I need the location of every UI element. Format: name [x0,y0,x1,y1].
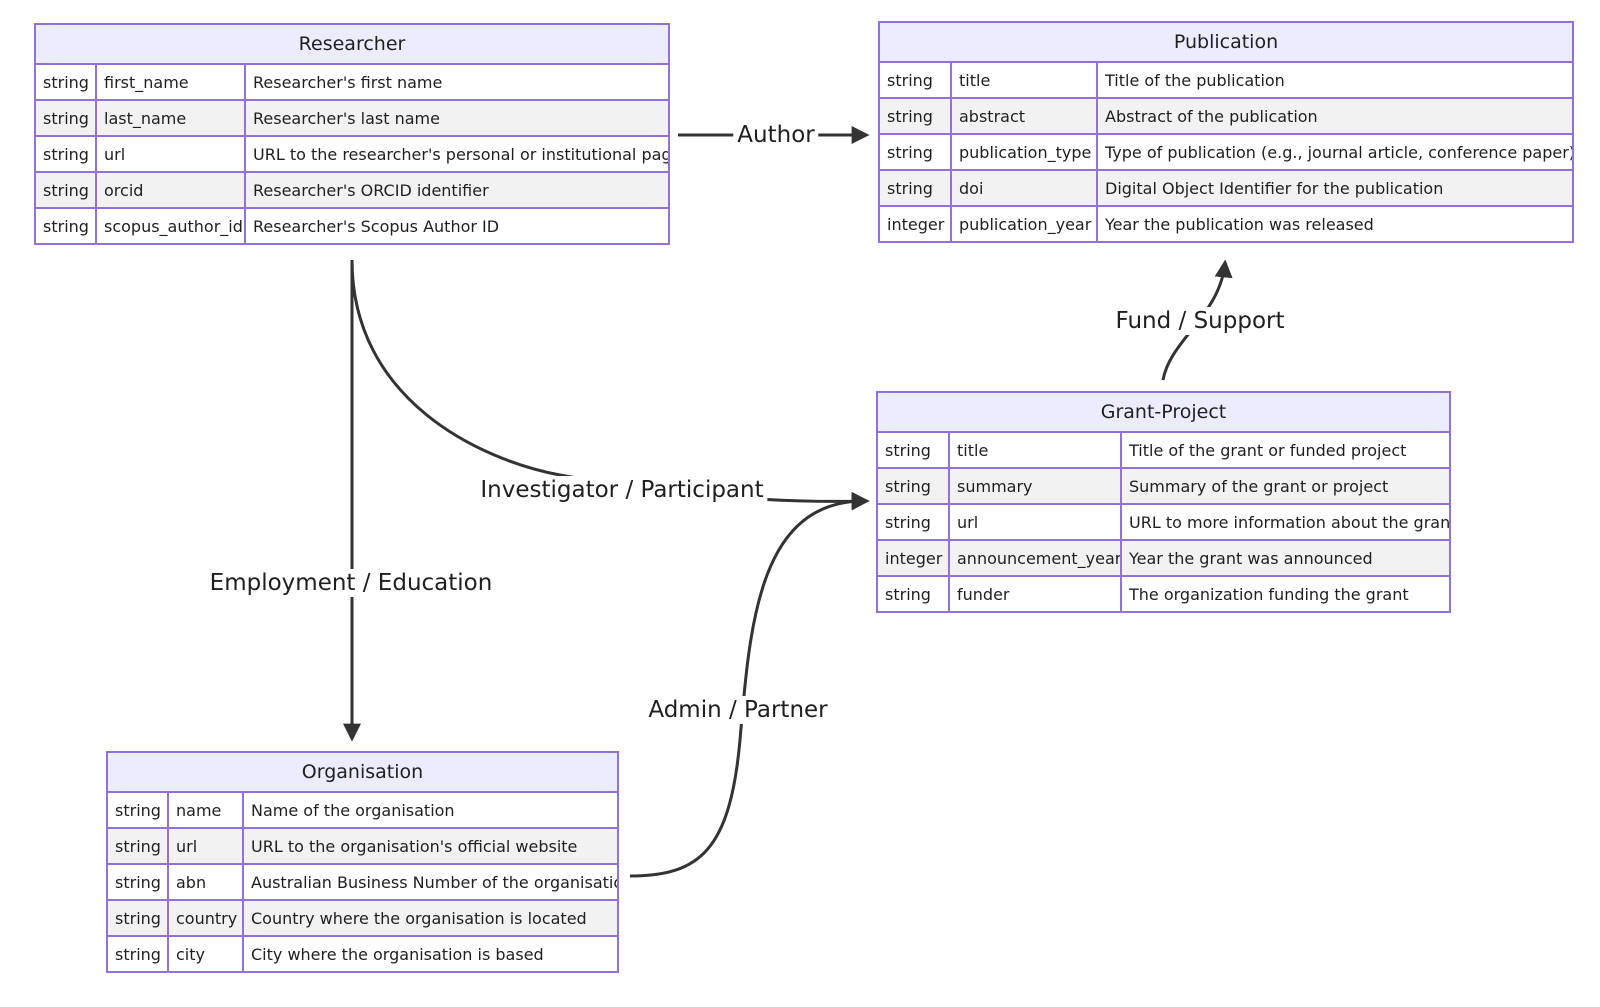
attribute-name: abn [167,863,243,900]
attribute-comment: City where the organisation is based [242,935,617,971]
attribute-comment: Type of publication (e.g., journal artic… [1096,133,1572,170]
attribute-name: name [167,793,243,828]
attribute-name: abstract [950,97,1097,134]
attribute-name: country [167,899,243,936]
attribute-comment: Digital Object Identifier for the public… [1096,169,1572,206]
attribute-comment: Researcher's Scopus Author ID [244,207,668,243]
attribute-type: string [115,800,161,820]
attribute-comment: The organization funding the grant [1120,575,1449,611]
attribute-comment: Title of the grant or funded project [1120,433,1449,468]
attribute-type: string [108,935,168,971]
attribute-comment: Year the grant was announced [1120,539,1449,576]
entity-title: Researcher [36,25,668,65]
edge-label-fund: Fund / Support [1111,307,1289,335]
entity-title: Publication [880,23,1572,63]
attribute-comment: Title of the publication [1096,63,1572,98]
attribute-name: funder [948,575,1121,611]
attribute-name: scopus_author_id [95,207,245,243]
attribute-type: integer [880,205,951,241]
attribute-name: city [167,935,243,971]
attribute-type: string [885,440,931,460]
entity-title: Grant-Project [878,393,1449,433]
attribute-name: url [167,827,243,864]
attribute-type: string [108,863,168,900]
attribute-name: publication_type [950,133,1097,170]
attribute-name: summary [948,467,1121,504]
attribute-name: orcid [95,171,245,208]
attribute-name: url [95,135,245,172]
attribute-name: url [948,503,1121,540]
attribute-name: last_name [95,99,245,136]
attribute-name: doi [950,169,1097,206]
edge-label-admin: Admin / Partner [644,696,832,724]
attribute-type: string [108,899,168,936]
attribute-type: string [880,133,951,170]
attribute-comment: Australian Business Number of the organi… [242,863,617,900]
attribute-type: string [878,575,949,611]
attribute-comment: Summary of the grant or project [1120,467,1449,504]
attribute-type: string [880,169,951,206]
edge-admin [629,491,870,878]
attribute-type: string [36,207,96,243]
edge-label-employment: Employment / Education [205,569,497,597]
attribute-comment: URL to the organisation's official websi… [242,827,617,864]
attribute-type: string [878,503,949,540]
attribute-comment: Researcher's first name [244,65,668,100]
attribute-comment: Researcher's last name [244,99,668,136]
attribute-type: string [887,70,933,90]
entity-title: Organisation [108,753,617,793]
edge-label-author: Author [733,121,819,149]
attribute-comment: Country where the organisation is locate… [242,899,617,936]
attribute-type: string [880,97,951,134]
attribute-comment: Name of the organisation [242,793,617,828]
attribute-type: string [43,72,89,92]
attribute-comment: URL to the researcher's personal or inst… [244,135,668,172]
attribute-name: title [950,63,1097,98]
attribute-type: string [36,171,96,208]
edge-investigator [350,259,870,511]
attribute-type: string [108,827,168,864]
attribute-name: announcement_year [948,539,1121,576]
attribute-name: title [948,433,1121,468]
attribute-comment: Abstract of the publication [1096,97,1572,134]
edge-label-investigator: Investigator / Participant [476,476,768,504]
attribute-name: first_name [95,65,245,100]
attribute-type: integer [878,539,949,576]
attribute-type: string [878,467,949,504]
attribute-type: string [36,99,96,136]
attribute-comment: Year the publication was released [1096,205,1572,241]
attribute-name: publication_year [950,205,1097,241]
attribute-type: string [36,135,96,172]
attribute-comment: Researcher's ORCID identifier [244,171,668,208]
attribute-comment: URL to more information about the grant [1120,503,1449,540]
